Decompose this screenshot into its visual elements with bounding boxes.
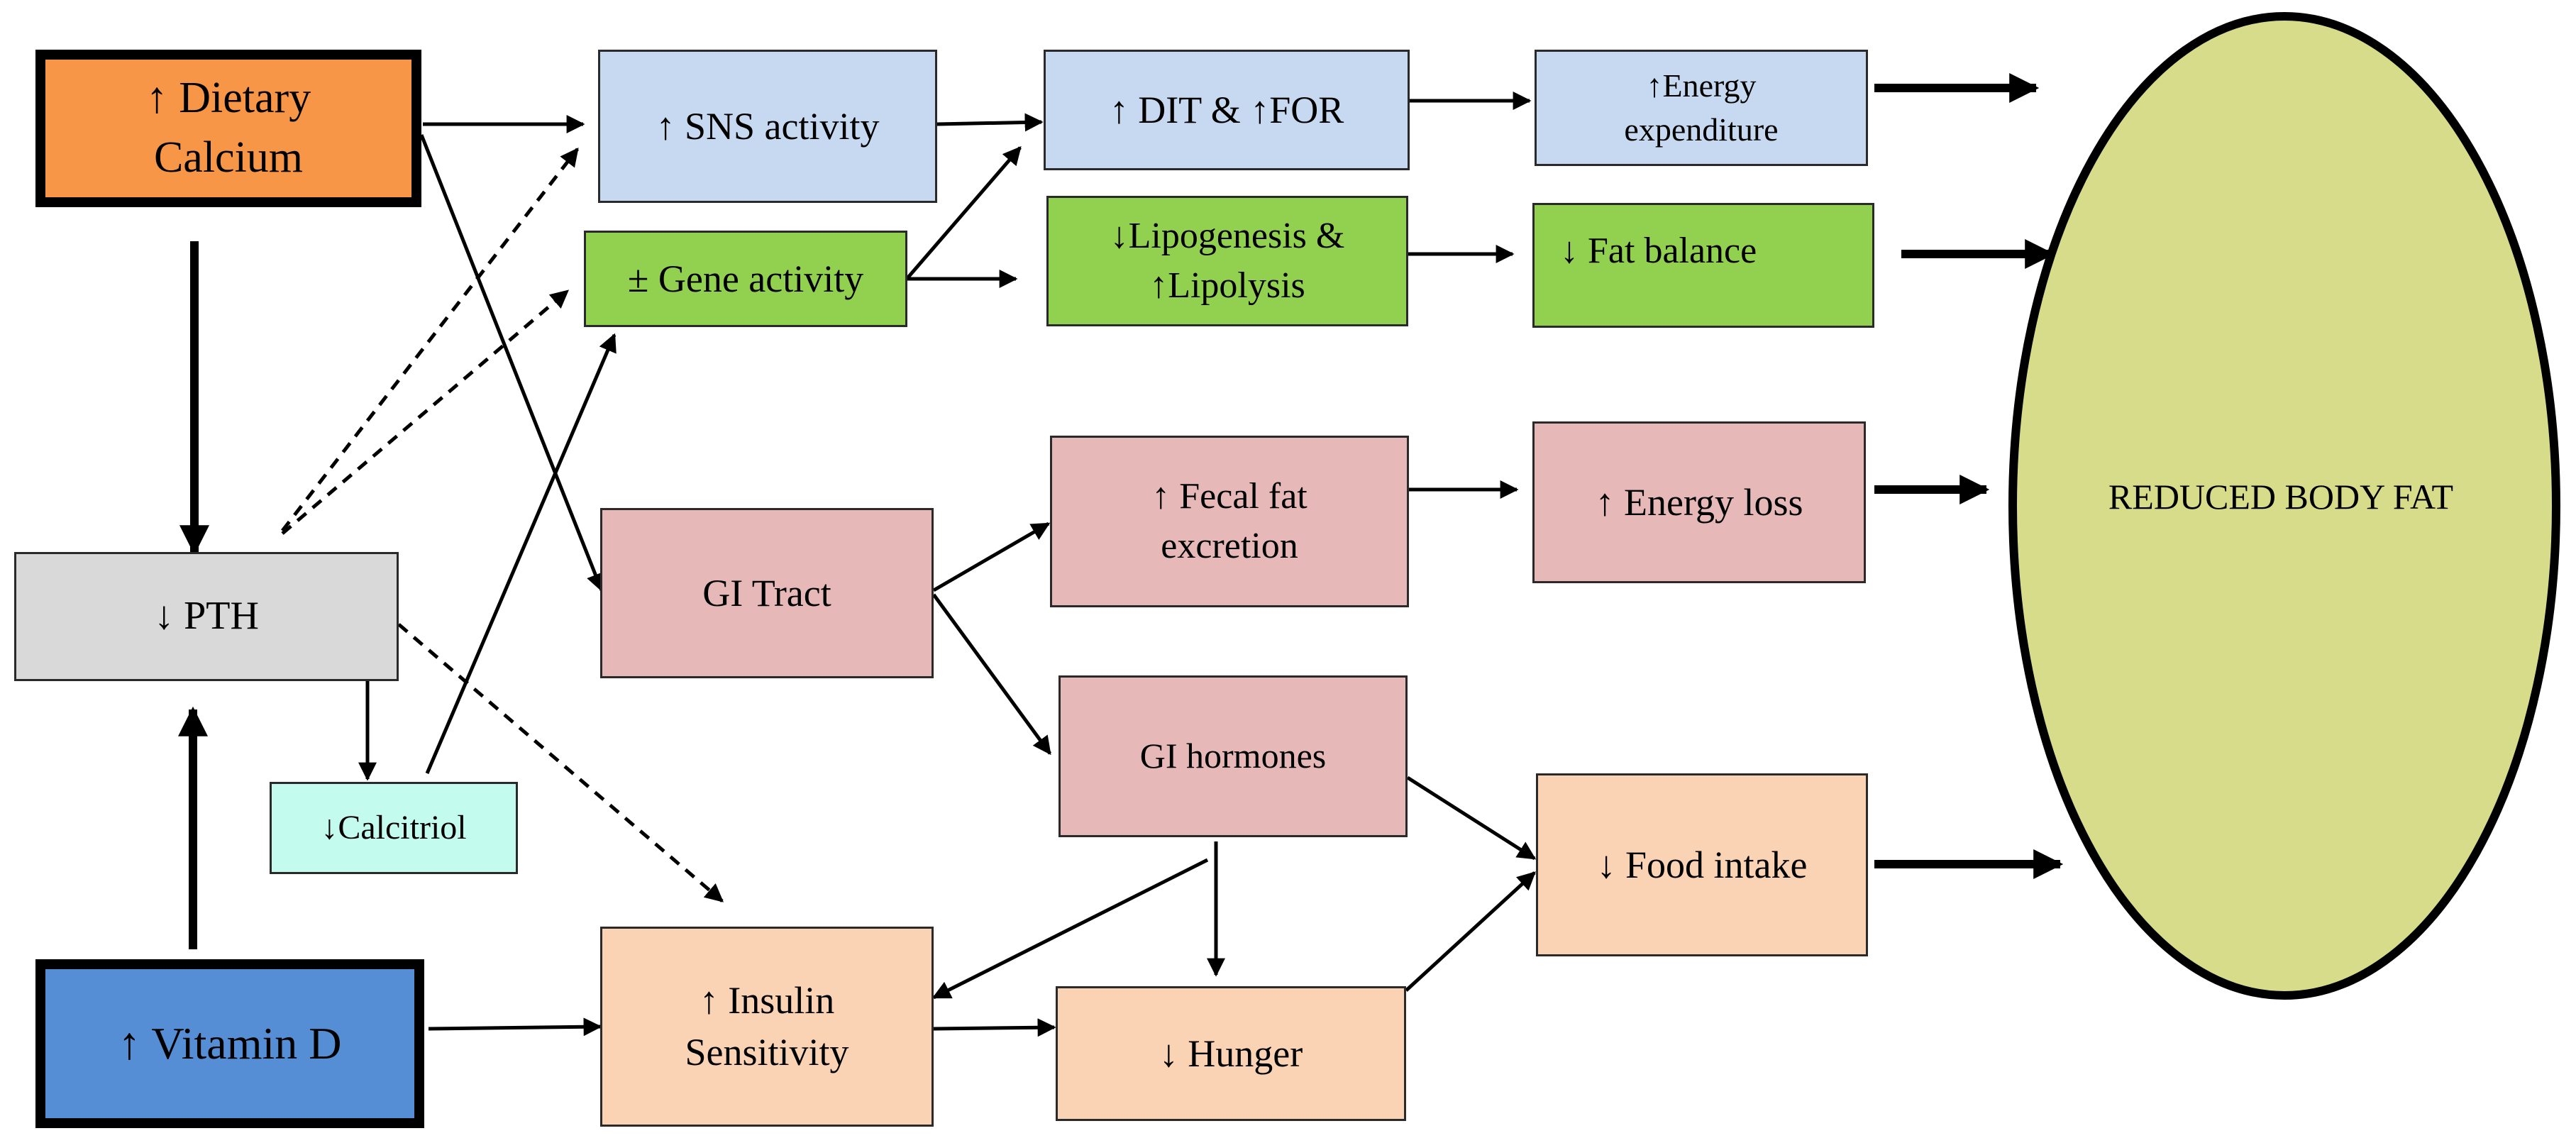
arrow-calcium-to-gi-tract [419, 134, 604, 592]
arrow-hormones-to-insulin [932, 858, 1209, 1000]
sns-activity-label: ↑ SNS activity [656, 104, 880, 148]
gi-hormones-box: GI hormones [1058, 675, 1408, 837]
energy-expenditure-line1: ↑Energy [1646, 67, 1757, 104]
arrow-gi-tract-to-fecal [932, 521, 1051, 592]
gi-tract-label: GI Tract [702, 571, 831, 614]
arrow-gene-to-dit [906, 146, 1022, 280]
gene-activity-label: ± Gene activity [627, 257, 864, 300]
vitamin-d-box: ↑ Vitamin D [35, 959, 424, 1128]
insulin-sensitivity-box: ↑ Insulin Sensitivity [600, 927, 934, 1127]
lipogenesis-box: ↓Lipogenesis & ↑Lipolysis [1046, 196, 1408, 326]
fecal-fat-line1: ↑ Fecal fat [1151, 475, 1308, 517]
arrow-hunger-to-food [1405, 871, 1536, 992]
vitamin-d-label: ↑ Vitamin D [118, 1017, 342, 1069]
gi-hormones-label: GI hormones [1139, 736, 1327, 776]
food-intake-box: ↓ Food intake [1536, 773, 1868, 956]
arrow-pth-to-gene-dashed [281, 289, 569, 535]
lipogenesis-line2: ↑Lipolysis [1149, 265, 1305, 306]
dit-for-label: ↑ DIT & ↑FOR [1109, 88, 1344, 131]
arrow-hormones-to-food [1406, 775, 1537, 861]
calcitriol-label: ↓Calcitriol [321, 808, 467, 846]
arrow-sns-to-dit [936, 113, 1044, 132]
insulin-line2: Sensitivity [685, 1031, 849, 1073]
fecal-fat-box: ↑ Fecal fat excretion [1050, 436, 1409, 607]
energy-loss-box: ↑ Energy loss [1532, 421, 1866, 583]
pth-label: ↓ PTH [154, 594, 259, 639]
lipogenesis-line1: ↓Lipogenesis & [1110, 215, 1345, 256]
energy-loss-label: ↑ Energy loss [1595, 480, 1803, 524]
arrow-pth-to-sns-dashed [281, 147, 579, 532]
fat-balance-label: ↓ Fat balance [1560, 231, 1757, 271]
pth-box: ↓ PTH [14, 552, 399, 681]
sns-activity-box: ↑ SNS activity [598, 50, 937, 203]
food-intake-label: ↓ Food intake [1596, 843, 1808, 886]
gene-activity-box: ± Gene activity [584, 231, 907, 327]
hunger-box: ↓ Hunger [1056, 986, 1406, 1121]
reduced-body-fat-ellipse [2008, 12, 2560, 1000]
arrow-insulin-to-hunger [933, 1018, 1056, 1037]
fecal-fat-line2: excretion [1161, 526, 1298, 566]
gi-tract-box: GI Tract [600, 508, 934, 678]
arrow-vitamin-d-to-insulin [428, 1017, 602, 1037]
insulin-line1: ↑ Insulin [699, 979, 835, 1022]
reduced-body-fat-label: REDUCED BODY FAT [2108, 477, 2454, 517]
dietary-calcium-box: ↑ Dietary Calcium [35, 50, 421, 207]
energy-expenditure-box: ↑Energy expenditure [1535, 50, 1868, 166]
fat-balance-box: ↓ Fat balance [1532, 203, 1874, 328]
hunger-label: ↓ Hunger [1159, 1032, 1303, 1075]
calcitriol-box: ↓Calcitriol [270, 782, 518, 874]
arrow-calcitriol-to-gene [425, 333, 617, 774]
arrow-gi-tract-to-hormones [932, 593, 1052, 756]
energy-expenditure-line2: expenditure [1624, 111, 1779, 148]
dit-for-box: ↑ DIT & ↑FOR [1044, 50, 1410, 170]
dietary-calcium-label: ↑ Dietary Calcium [145, 74, 311, 182]
